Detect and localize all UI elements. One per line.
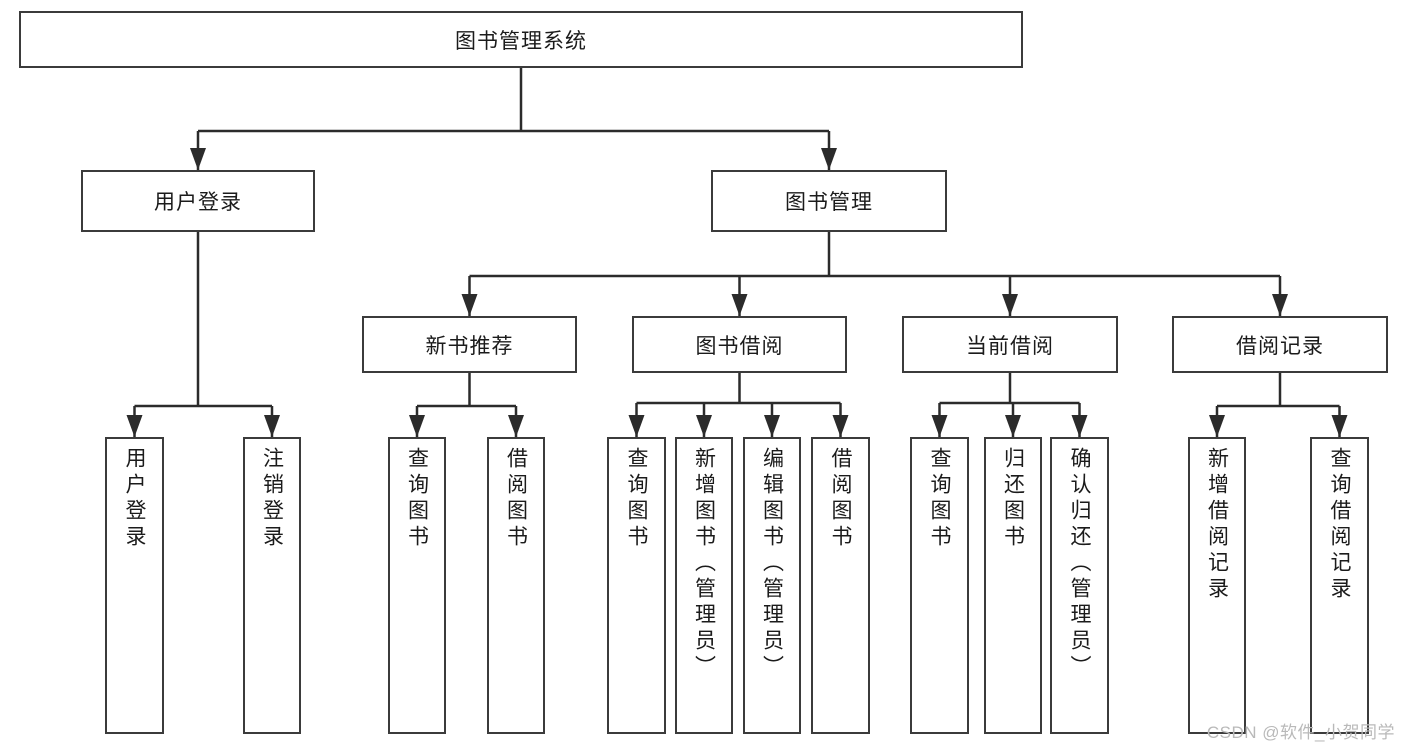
node-l2_0[interactable]: 用户登录 — [81, 170, 315, 232]
node-label-leaf_10: 确认归还（管理员） — [1068, 447, 1091, 681]
node-label-leaf_11: 新增借阅记录 — [1205, 447, 1229, 603]
node-leaf_0[interactable]: 用户登录 — [105, 437, 164, 734]
node-label-leaf_12: 查询借阅记录 — [1328, 447, 1351, 603]
arrowhead-l3_1 — [731, 294, 748, 316]
node-label-root: 图书管理系统 — [455, 29, 587, 53]
node-l3_3[interactable]: 借阅记录 — [1172, 316, 1388, 373]
arrowhead-leaf_3 — [508, 415, 524, 437]
node-label-leaf_2: 查询图书 — [405, 447, 429, 551]
node-l3_1[interactable]: 图书借阅 — [632, 316, 847, 373]
node-leaf_9[interactable]: 归还图书 — [984, 437, 1042, 734]
node-leaf_11[interactable]: 新增借阅记录 — [1188, 437, 1246, 734]
node-leaf_2[interactable]: 查询图书 — [388, 437, 446, 734]
node-leaf_4[interactable]: 查询图书 — [607, 437, 666, 734]
node-leaf_1[interactable]: 注销登录 — [243, 437, 301, 734]
node-label-leaf_3: 借阅图书 — [504, 447, 528, 551]
node-label-leaf_5: 新增图书（管理员） — [692, 447, 716, 681]
node-label-l2_1: 图书管理 — [785, 191, 873, 214]
arrowhead-leaf_7 — [832, 415, 849, 437]
node-l3_0[interactable]: 新书推荐 — [362, 316, 577, 373]
node-label-l3_1: 图书借阅 — [695, 334, 784, 358]
arrowhead-leaf_11 — [1209, 415, 1225, 437]
node-leaf_7[interactable]: 借阅图书 — [811, 437, 870, 734]
node-label-leaf_6: 编辑图书（管理员） — [760, 447, 784, 681]
node-label-l3_0: 新书推荐 — [425, 334, 514, 358]
arrowhead-leaf_4 — [628, 415, 645, 437]
arrowhead-l2_1 — [821, 148, 837, 170]
arrowhead-l3_0 — [461, 294, 478, 316]
arrowhead-leaf_9 — [1005, 415, 1021, 437]
arrowhead-l3_2 — [1002, 294, 1018, 316]
arrowhead-leaf_2 — [409, 415, 425, 437]
node-leaf_12[interactable]: 查询借阅记录 — [1310, 437, 1369, 734]
node-label-l3_2: 当前借阅 — [966, 334, 1054, 358]
watermark-text: CSDN @软件_小贺同学 — [1206, 723, 1395, 742]
node-leaf_8[interactable]: 查询图书 — [910, 437, 969, 734]
node-l3_2[interactable]: 当前借阅 — [902, 316, 1118, 373]
arrowhead-leaf_5 — [696, 415, 712, 437]
node-leaf_6[interactable]: 编辑图书（管理员） — [743, 437, 801, 734]
node-label-l3_3: 借阅记录 — [1236, 334, 1324, 358]
arrowhead-l3_3 — [1272, 294, 1288, 316]
node-label-l2_0: 用户登录 — [154, 191, 242, 214]
arrowhead-leaf_6 — [764, 415, 780, 437]
arrowhead-l2_0 — [190, 148, 206, 170]
node-l2_1[interactable]: 图书管理 — [711, 170, 947, 232]
node-label-leaf_8: 查询图书 — [928, 447, 951, 551]
arrowhead-leaf_8 — [931, 415, 948, 437]
node-leaf_3[interactable]: 借阅图书 — [487, 437, 545, 734]
arrowhead-leaf_0 — [126, 415, 143, 437]
node-label-leaf_1: 注销登录 — [260, 447, 284, 551]
arrowhead-leaf_10 — [1071, 415, 1088, 437]
node-label-leaf_7: 借阅图书 — [829, 447, 852, 551]
node-label-leaf_0: 用户登录 — [123, 447, 146, 551]
node-label-leaf_4: 查询图书 — [625, 447, 648, 551]
node-leaf_10[interactable]: 确认归还（管理员） — [1050, 437, 1109, 734]
arrowhead-leaf_12 — [1331, 415, 1348, 437]
node-root[interactable]: 图书管理系统 — [19, 11, 1023, 68]
node-label-leaf_9: 归还图书 — [1001, 447, 1025, 551]
arrowhead-leaf_1 — [264, 415, 280, 437]
node-leaf_5[interactable]: 新增图书（管理员） — [675, 437, 733, 734]
